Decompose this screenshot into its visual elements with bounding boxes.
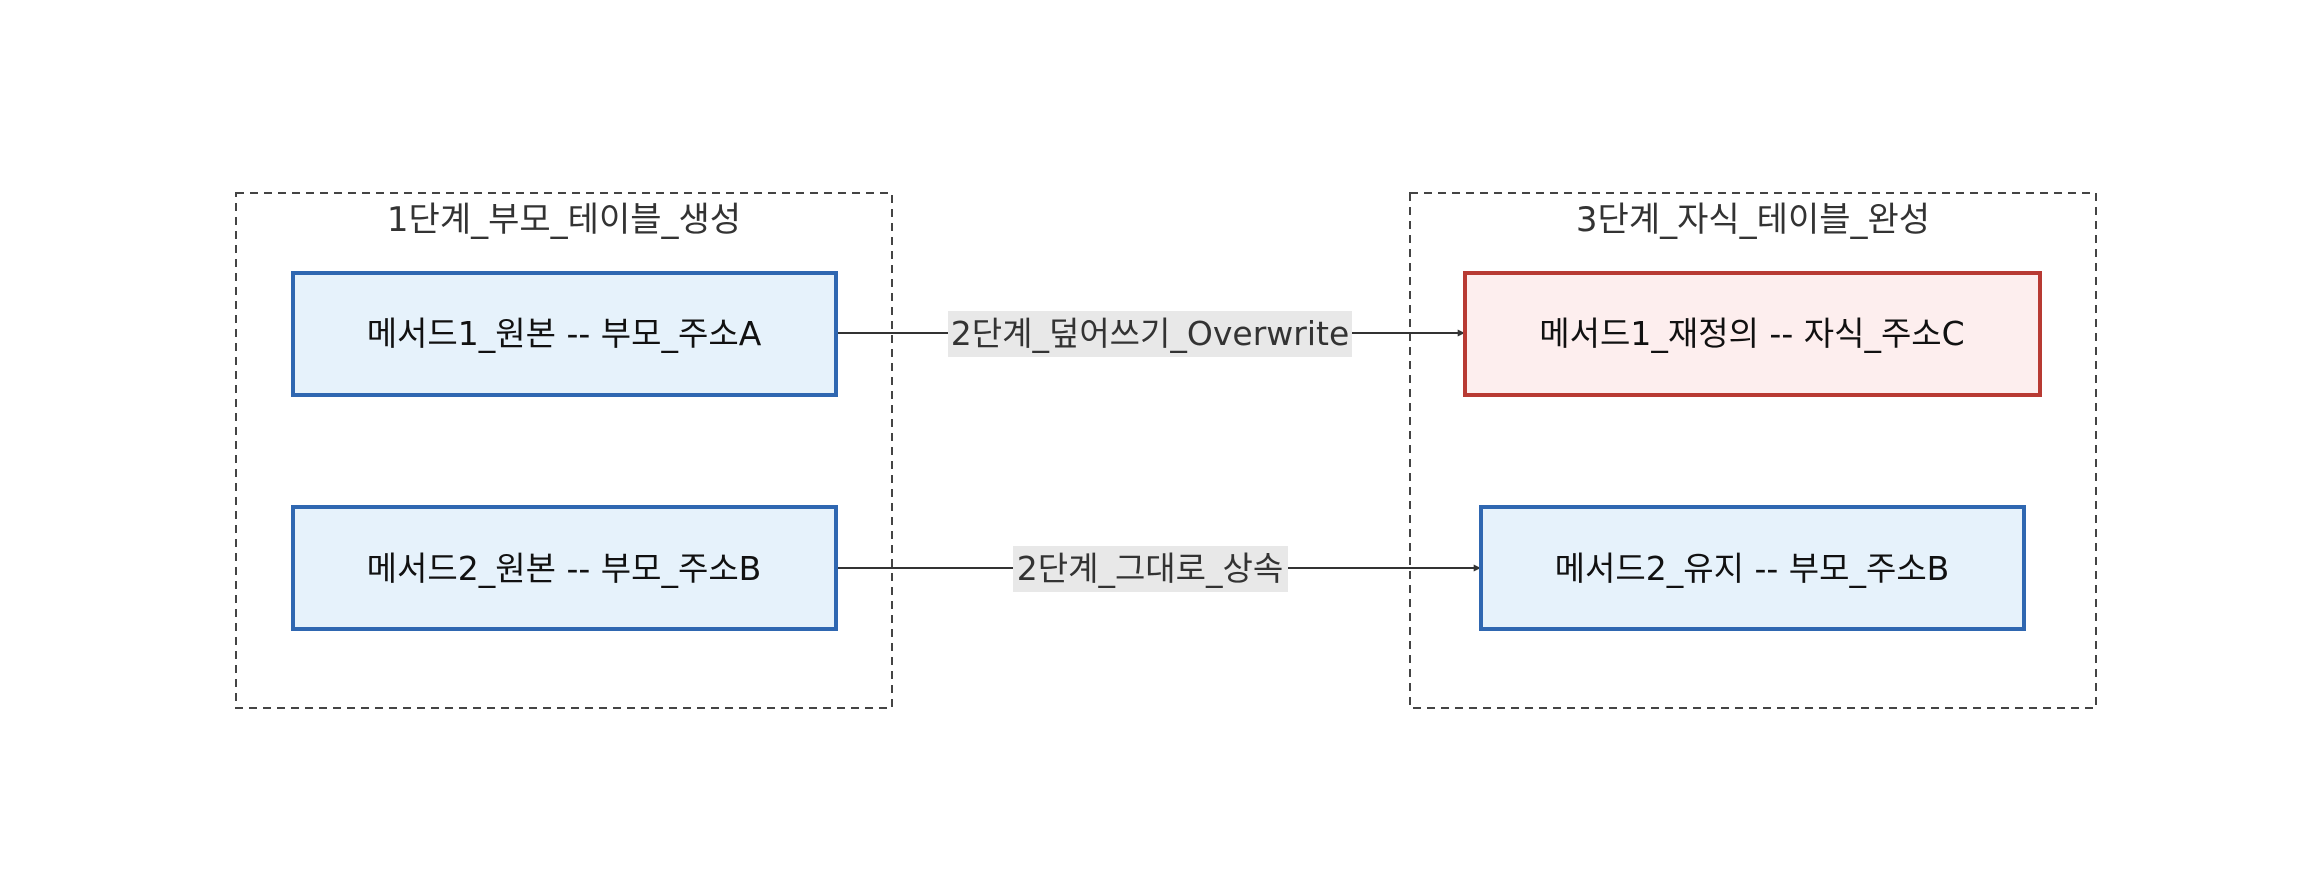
node-parent-method2: 메서드2_원본 -- 부모_주소B — [291, 505, 838, 631]
cluster-stage1-title: 1단계_부모_테이블_생성 — [387, 200, 741, 240]
node-child-method1-box — [1463, 271, 2042, 397]
node-parent-method2-box — [291, 505, 838, 631]
node-parent-method2-label: 메서드2_원본 -- 부모_주소B — [367, 549, 762, 588]
node-parent-method1-box — [291, 271, 838, 397]
node-child-method1-label: 메서드1_재정의 -- 자식_주소C — [1539, 314, 1964, 353]
cluster-stage3-title: 3단계_자식_테이블_완성 — [1576, 200, 1930, 240]
node-child-method2: 메서드2_유지 -- 부모_주소B — [1479, 505, 2026, 631]
cluster-stage1-border — [235, 192, 893, 709]
edge-inherit-label: 2단계_그대로_상속 — [1017, 549, 1284, 588]
node-parent-method1-label: 메서드1_원본 -- 부모_주소A — [367, 314, 762, 353]
edge-inherit: 2단계_그대로_상속 — [836, 546, 1481, 592]
cluster-stage3: 3단계_자식_테이블_완성 — [1409, 192, 2097, 709]
edge-overwrite-label-bg — [948, 311, 1352, 357]
cluster-stage1: 1단계_부모_테이블_생성 — [235, 192, 893, 709]
node-child-method1: 메서드1_재정의 -- 자식_주소C — [1463, 271, 2042, 397]
node-child-method2-label: 메서드2_유지 -- 부모_주소B — [1555, 549, 1950, 588]
cluster-stage3-border — [1409, 192, 2097, 709]
edge-overwrite: 2단계_덮어쓰기_Overwrite — [836, 311, 1465, 357]
node-parent-method1: 메서드1_원본 -- 부모_주소A — [291, 271, 838, 397]
node-child-method2-box — [1479, 505, 2026, 631]
edge-overwrite-label: 2단계_덮어쓰기_Overwrite — [951, 314, 1350, 353]
edge-inherit-label-bg — [1013, 546, 1288, 592]
